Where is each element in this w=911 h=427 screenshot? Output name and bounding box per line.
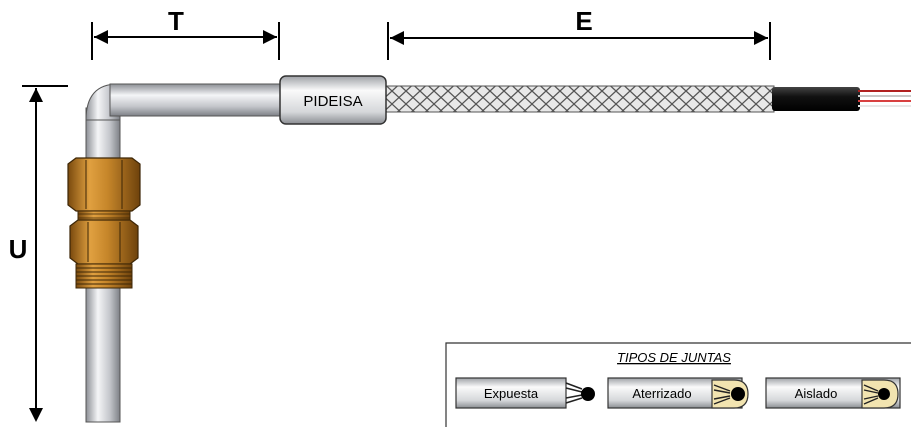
dimension-t-label: T [168, 6, 184, 36]
lead-wires [858, 90, 911, 107]
dimension-e-label: E [575, 6, 592, 36]
junction-grounded: Aterrizado [607, 377, 749, 409]
dimension-u-label: U [9, 234, 28, 264]
grounded-tip-icon [711, 379, 749, 409]
dimension-u: U [9, 85, 68, 422]
thermocouple-body: PIDEISA [67, 75, 911, 423]
junction-exposed-label: Expuesta [484, 386, 539, 401]
dimension-e: E [387, 6, 771, 60]
compression-fitting [67, 157, 141, 289]
horizontal-pipe [109, 83, 286, 117]
junction-grounded-label: Aterrizado [632, 386, 691, 401]
brand-sleeve: PIDEISA [279, 75, 387, 125]
brand-label: PIDEISA [303, 93, 362, 110]
black-cable [772, 87, 860, 111]
junction-types-legend: TIPOS DE JUNTAS Expuesta Aterrizado Aisl… [445, 342, 911, 427]
exposed-tip-icon [565, 382, 595, 404]
junction-exposed: Expuesta [455, 377, 595, 409]
insulated-tip-icon [861, 379, 899, 409]
braided-cable [383, 85, 775, 113]
junction-insulated: Aislado [765, 377, 901, 409]
dimension-t: T [91, 6, 280, 60]
junction-insulated-label: Aislado [795, 386, 838, 401]
legend-title: TIPOS DE JUNTAS [617, 350, 731, 365]
